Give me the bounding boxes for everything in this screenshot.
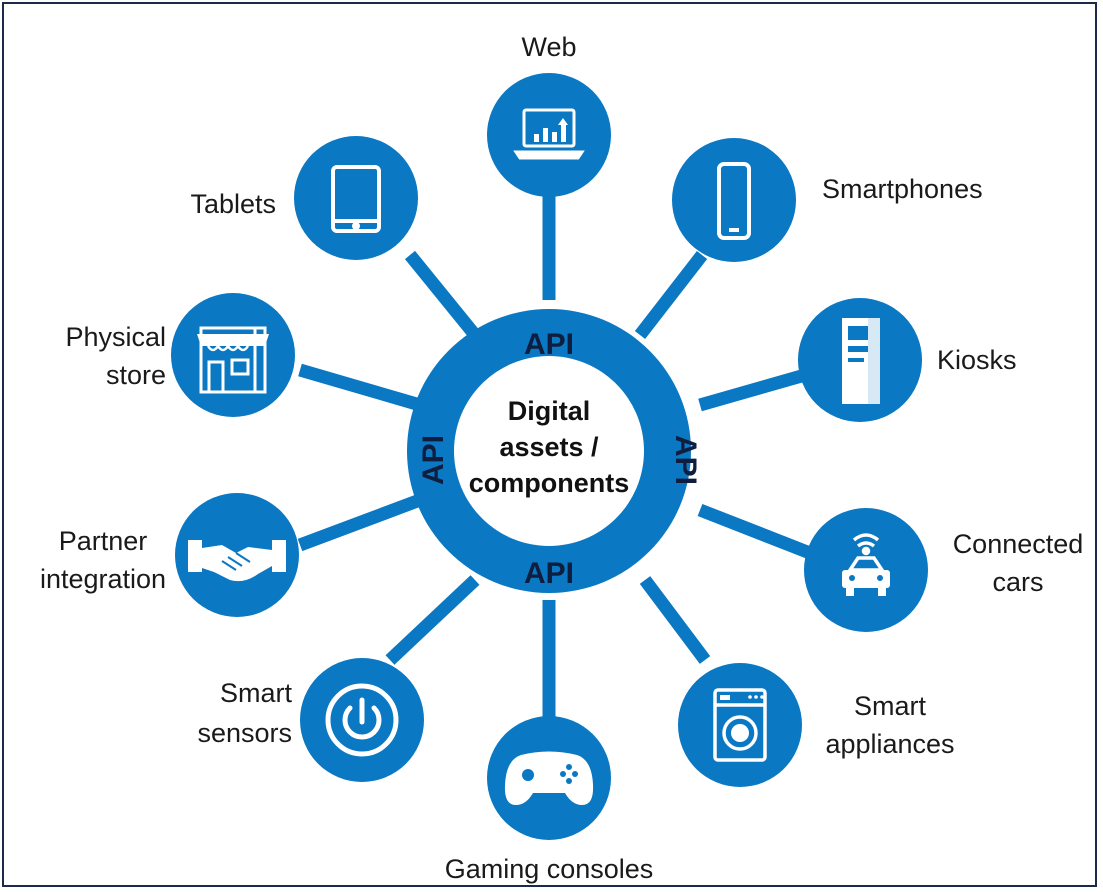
- label-physical-store-1: Physical: [65, 322, 166, 352]
- api-label-right: API: [669, 435, 702, 485]
- api-label-top: API: [524, 328, 574, 361]
- label-connected-cars-2: cars: [992, 567, 1043, 597]
- laptop-chart-icon: [513, 108, 585, 160]
- spoke-connected-cars: [697, 503, 818, 562]
- spoke-tablets: [404, 250, 481, 340]
- hub-line-3: components: [469, 468, 630, 498]
- spoke-smartphones: [634, 251, 708, 339]
- label-kiosks: Kiosks: [937, 345, 1017, 375]
- label-smart-sensors-2: sensors: [197, 718, 292, 748]
- kiosk-atm-icon: [842, 318, 880, 404]
- spoke-smart-sensors: [385, 575, 480, 665]
- node-physical-store: [171, 293, 295, 417]
- label-physical-store-2: store: [106, 360, 166, 390]
- storefront-icon: [197, 326, 269, 394]
- connected-car-icon: [842, 533, 890, 596]
- label-smart-sensors-1: Smart: [220, 678, 293, 708]
- api-label-left: API: [417, 435, 450, 485]
- spoke-partner-integration: [297, 493, 423, 552]
- spoke-physical-store: [298, 363, 422, 412]
- hub-center: [454, 356, 644, 546]
- label-web: Web: [521, 32, 576, 62]
- node-tablets: [294, 136, 418, 260]
- channel-labels: Web Smartphones Kiosks Connected cars Sm…: [40, 32, 1083, 884]
- node-web: [487, 73, 611, 197]
- washing-machine-icon: [713, 688, 767, 762]
- spoke-kiosks: [698, 368, 807, 412]
- label-partner-integration-1: Partner: [59, 526, 148, 556]
- api-label-bottom: API: [524, 557, 574, 590]
- label-smartphones: Smartphones: [822, 174, 983, 204]
- hub-line-1: Digital: [508, 396, 591, 426]
- smartphone-icon: [717, 162, 751, 240]
- gamepad-icon: [504, 751, 594, 805]
- label-tablets: Tablets: [190, 189, 276, 219]
- spoke-smart-appliances: [639, 576, 711, 664]
- node-smartphones: [672, 138, 796, 262]
- label-smart-appliances-2: appliances: [825, 729, 954, 759]
- hub-line-2: assets /: [499, 432, 599, 462]
- label-smart-appliances-1: Smart: [854, 691, 927, 721]
- handshake-icon: [188, 540, 286, 582]
- tablet-icon: [331, 165, 381, 233]
- label-connected-cars-1: Connected: [953, 529, 1084, 559]
- label-partner-integration-2: integration: [40, 564, 166, 594]
- power-button-icon: [325, 683, 399, 757]
- label-gaming-consoles: Gaming consoles: [445, 854, 654, 884]
